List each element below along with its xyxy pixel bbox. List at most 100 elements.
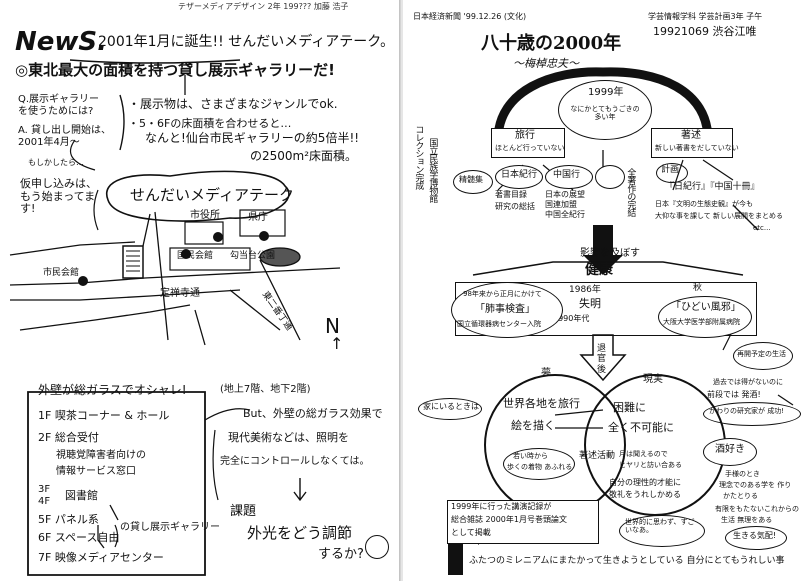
map-title: せんだいメディアテーク <box>130 186 294 204</box>
activity-label: 著述活動 <box>579 451 616 461</box>
floor-2f-sub2: 情報サービス窓口 <box>56 466 136 477</box>
comparison: なんと!仙台市民ギャラリーの約5倍半!! <box>145 131 360 145</box>
book-1: 精髄集 <box>459 175 483 184</box>
autumn-oval <box>658 296 752 338</box>
floor-5f: 5F パネル系 <box>38 513 99 526</box>
floor-2f: 2F 総合受付 <box>38 431 99 444</box>
book-3: 中国行 <box>553 170 581 180</box>
book-oval-4 <box>595 165 625 189</box>
comment-oval <box>703 402 801 426</box>
subheadline: ◎東北最大の面積を持つ貸し展示ギャラリーだ! <box>15 61 335 79</box>
lady-note-5: 生活 無理をある <box>721 516 773 524</box>
but-line-2: 現代美術などは、照明を <box>228 431 349 444</box>
book-4: 著書目録 <box>495 190 527 199</box>
book-7: 国連加盟 <box>545 200 577 209</box>
dream-left: 家にいるときは <box>423 402 479 411</box>
book-oval-3 <box>545 165 593 189</box>
page-title: 八十歳の2000年 <box>481 33 622 54</box>
issue-line-2: するか? <box>318 547 364 562</box>
source-note: 日本経済新聞 '99.12.26 (文化) <box>413 12 527 21</box>
dream-small-2: 歩くの着物 あふれる <box>507 463 573 471</box>
health-label: 健康 <box>585 262 613 278</box>
lady-oval <box>703 438 757 466</box>
issue-label: 課題 <box>230 504 257 519</box>
vertical-collection: コレクション完成 <box>413 125 424 189</box>
map-prefecture: 県庁 <box>248 212 268 223</box>
floor-3f4f: 3F 4F <box>38 484 51 507</box>
health-year: 1986年 <box>569 285 601 295</box>
map-shimin: 市民会館 <box>43 268 80 278</box>
comment-3: かわりの研究家が 成功! <box>709 407 785 415</box>
answer-a: A. 貸し出し開始は、2001年4月〜 <box>18 125 112 148</box>
lady-note-1: 手様のとき <box>725 470 760 478</box>
reality-note-3: 自分の理性的才能に <box>609 478 681 487</box>
headline: 2001年1月に誕生!! せんだいメディアテーク。 <box>98 34 395 50</box>
floor-7f: 7F 映像メディアセンター <box>38 551 164 564</box>
plan-etc: etc... <box>753 224 771 232</box>
north-arrow-icon: ↑ <box>330 334 344 353</box>
but-line-1: But、外壁の総ガラス効果で <box>243 407 383 420</box>
lady-bottom: 生きる気配! <box>733 531 777 540</box>
floor-56-label: の貸し展示ギャラリー <box>120 522 220 533</box>
dream-label: 夢 <box>541 368 551 379</box>
plan-line-1: 『日紀行』『中国十冊』 <box>665 182 760 192</box>
author-label: テザーメディアデザイン 2年 199??? 加藤 浩子 <box>178 2 349 11</box>
book-gutter <box>399 0 405 581</box>
vertical-complete: 全著作の完結 <box>625 168 636 216</box>
bullet-1: ・展示物は、さまざまなジャンルでok. <box>128 97 338 111</box>
bottom-box-2: 総合雑誌 2000年1月号巻頭論文 <box>451 515 567 524</box>
but-line-3: 完全にコントロールしなくては。 <box>220 456 370 467</box>
reality-text-2: 全く不可能に <box>608 421 674 434</box>
lady-note-3: かたとりる <box>723 492 758 500</box>
floor-1f: 1F 喫茶コーナー & ホール <box>38 409 170 422</box>
answer-b: 仮申し込みは、もう始まってます! <box>20 177 97 216</box>
question: Q.展示ギャラリーを使うためには? <box>18 94 100 117</box>
left-oval-3: 国立循環器病センター入院 <box>457 320 541 328</box>
writing-note: 新しい著書をだしていない <box>655 144 739 152</box>
book-oval-2 <box>495 165 543 189</box>
dream-small-1: 若い時から <box>513 452 548 460</box>
year-1999-note: なにかとてもうごきの多い年 <box>570 105 640 122</box>
map-cityhall: 市役所 <box>190 210 220 221</box>
question-circle <box>365 535 389 559</box>
autumn-title: 「ひどい風邪」 <box>671 302 741 313</box>
dream-text-1: 世界各地を旅行 <box>503 397 580 410</box>
north-marker: N <box>325 314 340 338</box>
plan-line-3: 大仰な事を課して 新しい展開をまとめる <box>655 212 784 220</box>
autumn-note: 大阪大学医学部附属病院 <box>663 318 740 326</box>
writing-label: 著述 <box>681 130 701 141</box>
year-1999-oval <box>558 80 652 140</box>
right-page: 日本経済新聞 '99.12.26 (文化) 学芸情報学科 学芸計画3年 子午 1… <box>403 0 807 581</box>
book-oval-1 <box>453 170 493 194</box>
after-note: 再開予定の生活 <box>737 350 786 358</box>
area: の2500m²床面積。 <box>250 149 358 163</box>
bottom-line: ふたつのミレニアムにまたかって生きようとしている 自分にとてもうれしい事 <box>469 556 785 566</box>
bottom-oval <box>619 515 705 547</box>
floor-3f4f-label: 図書館 <box>65 489 98 502</box>
bottom-box <box>447 500 599 544</box>
reality-note-1: 月は聞えるので <box>619 450 668 458</box>
autumn-label: 秋 <box>693 283 703 293</box>
author-line-2: 19921069 渋谷江唯 <box>653 25 757 38</box>
plan-label: 計画 <box>661 165 680 175</box>
answer-note: もしかしたら… <box>28 158 84 167</box>
dream-left-oval <box>418 398 482 420</box>
travel-note: ほとんど行っていない <box>495 144 565 152</box>
map-kokumin: 国民会館 <box>177 251 214 261</box>
plan-oval <box>656 163 688 183</box>
bullet-2: ・5・6Fの床面積を合わせると… <box>128 117 292 130</box>
floor-2f-sub1: 視聴覚障害者向けの <box>56 450 146 461</box>
left-oval-2: 「肺事検査」 <box>475 304 535 315</box>
influence-label: 影響を及ぼす <box>580 248 640 259</box>
travel-label: 旅行 <box>515 130 535 141</box>
page-subtitle: 〜梅棹忠夫〜 <box>513 57 579 70</box>
reality-note-4: 敬礼をうれしかめる <box>609 490 681 499</box>
lady-note-2: 理念でのある学を 作り <box>719 481 792 489</box>
reality-label: 現実 <box>643 374 663 385</box>
year-1999: 1999年 <box>588 87 624 98</box>
dream-text-2: 絵を描く <box>511 419 555 432</box>
headline-news: NewS. <box>15 27 108 57</box>
reality-text-1: 困難に <box>613 401 646 414</box>
after-oval <box>733 342 793 370</box>
glass-title: 外壁が総ガラスでオシャレ! <box>38 383 187 397</box>
